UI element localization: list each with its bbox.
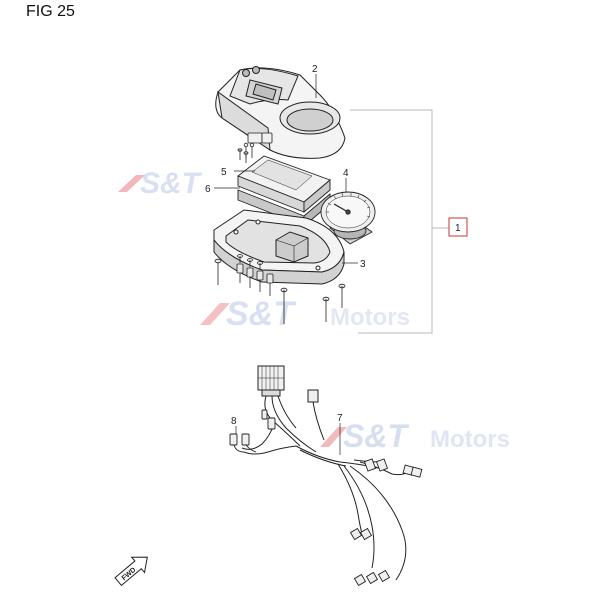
fwd-direction-marker: FWD (114, 556, 148, 587)
leader-part-4: 4 (343, 168, 349, 192)
callout-part-5: 5 (221, 167, 227, 178)
assembly-bracket (350, 109, 450, 334)
meter-cover-part (215, 66, 346, 159)
callout-part-1: 1 (448, 217, 468, 237)
leader-part-2: 2 (312, 64, 318, 98)
callout-part-1-label: 1 (455, 223, 461, 234)
watermark-middle: S&T Motors (200, 295, 410, 333)
leader-part-7: 7 (337, 413, 343, 455)
screw-set-part (214, 148, 346, 324)
wiring-harness-part (241, 365, 409, 581)
leader-part-8: 8 (231, 416, 237, 434)
gauge-dial-ticks (326, 192, 371, 218)
lower-case-part (213, 209, 345, 285)
harness-terminals (349, 458, 423, 587)
harness-main-connector (257, 365, 285, 397)
watermark-middle-brand: S&T (226, 295, 297, 333)
small-clip-part (243, 132, 273, 158)
leader-part-3: 3 (342, 259, 366, 270)
pigtail-leads-part (229, 409, 276, 453)
watermark-lower-motors: Motors (430, 426, 510, 453)
leader-part-6: 6 (205, 184, 240, 195)
gauge-dial-part (320, 191, 376, 245)
callout-part-2: 2 (312, 64, 318, 75)
watermark-middle-motors: Motors (330, 304, 410, 331)
callout-part-3: 3 (360, 259, 366, 270)
callout-part-7: 7 (337, 413, 343, 424)
callout-part-6: 6 (205, 184, 211, 195)
watermark-upper-brand: S&T (140, 167, 203, 200)
harness-small-connector (307, 389, 325, 441)
leader-part-5: 5 (221, 167, 255, 178)
callout-part-8: 8 (231, 416, 237, 427)
callout-part-4: 4 (343, 168, 349, 179)
watermark-lower: S&T Motors (320, 418, 510, 454)
figure-title: FIG 25 (26, 3, 75, 20)
watermark-lower-brand: S&T (343, 418, 409, 454)
